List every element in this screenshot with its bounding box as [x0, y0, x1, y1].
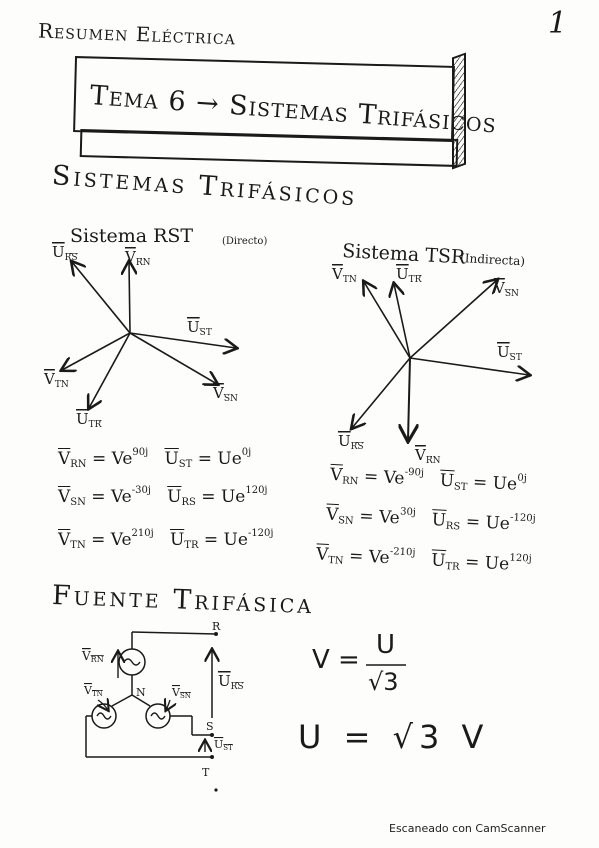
svg-text:UTR: UTR	[396, 265, 422, 285]
tsr-v-rn-arrow	[408, 357, 410, 440]
svg-text:VTN: VTN	[43, 370, 69, 390]
svg-text:N: N	[136, 686, 146, 699]
svg-text:S: S	[206, 720, 214, 733]
svg-text:URS: URS	[218, 672, 244, 692]
tsr-u-st-arrow	[409, 357, 529, 375]
svg-text:UST: UST	[214, 738, 233, 752]
svg-text:T: T	[202, 766, 210, 779]
svg-text:UST: UST	[497, 343, 522, 363]
svg-text:VTN: VTN	[83, 684, 103, 698]
formula-1-numerator: U	[376, 630, 396, 660]
rst-v-rn-arrow	[129, 262, 130, 334]
svg-text:UTR: UTR	[76, 410, 102, 430]
svg-text:VRN: VRN	[81, 649, 104, 664]
rst-eq-1: VRN = Ve90j UST = Ue0j	[58, 447, 252, 470]
page-number: 1	[548, 6, 569, 41]
svg-text:VSN: VSN	[171, 686, 191, 700]
rst-labels: URS VRN UST VTN VSN UTR	[43, 243, 238, 430]
formula-2: U = √3 V	[298, 718, 490, 756]
svg-text:URS: URS	[338, 432, 364, 452]
rst-v-sn-arrow	[129, 332, 217, 384]
rst-v-tn-arrow	[62, 332, 131, 370]
svg-text:VTN: VTN	[331, 265, 357, 285]
rst-u-tr-arrow	[89, 332, 131, 408]
rst-title: Sistema RST	[70, 225, 193, 247]
svg-text:R: R	[212, 620, 221, 633]
formula-1-denominator: √3	[368, 668, 399, 696]
rst-phasor-group	[62, 262, 236, 408]
rst-u-rs-arrow	[72, 262, 131, 334]
tsr-u-tr-arrow	[394, 284, 411, 359]
rst-note: (Directo)	[222, 236, 267, 247]
svg-text:VSN: VSN	[493, 279, 519, 299]
three-phase-source-circuit	[85, 631, 218, 792]
formula-1-lhs: V =	[312, 645, 360, 675]
svg-text:VRN: VRN	[414, 446, 441, 466]
svg-text:URS: URS	[52, 243, 78, 263]
rst-eq-3: VTN = Ve210j UTR = Ue-120j	[58, 528, 274, 551]
rst-eq-2: VSN = Ve-30j URS = Ue120j	[58, 485, 268, 508]
tsr-labels: VTN UTR VSN UST URS VRN	[331, 265, 522, 466]
rst-u-st-arrow	[129, 332, 236, 348]
tsr-u-rs-arrow	[352, 357, 411, 428]
tsr-phasor-group	[352, 280, 529, 440]
tsr-note: (Indirecta)	[460, 251, 526, 268]
tsr-v-sn-arrow	[409, 280, 497, 359]
scanner-watermark: Escaneado con CamScanner	[389, 822, 546, 835]
svg-text:VSN: VSN	[212, 384, 238, 404]
svg-text:UST: UST	[187, 318, 212, 338]
tsr-v-tn-arrow	[364, 282, 411, 359]
circuit-labels: R S T N VRN VTN VSN URS UST	[81, 620, 244, 779]
svg-text:VRN: VRN	[124, 248, 151, 268]
